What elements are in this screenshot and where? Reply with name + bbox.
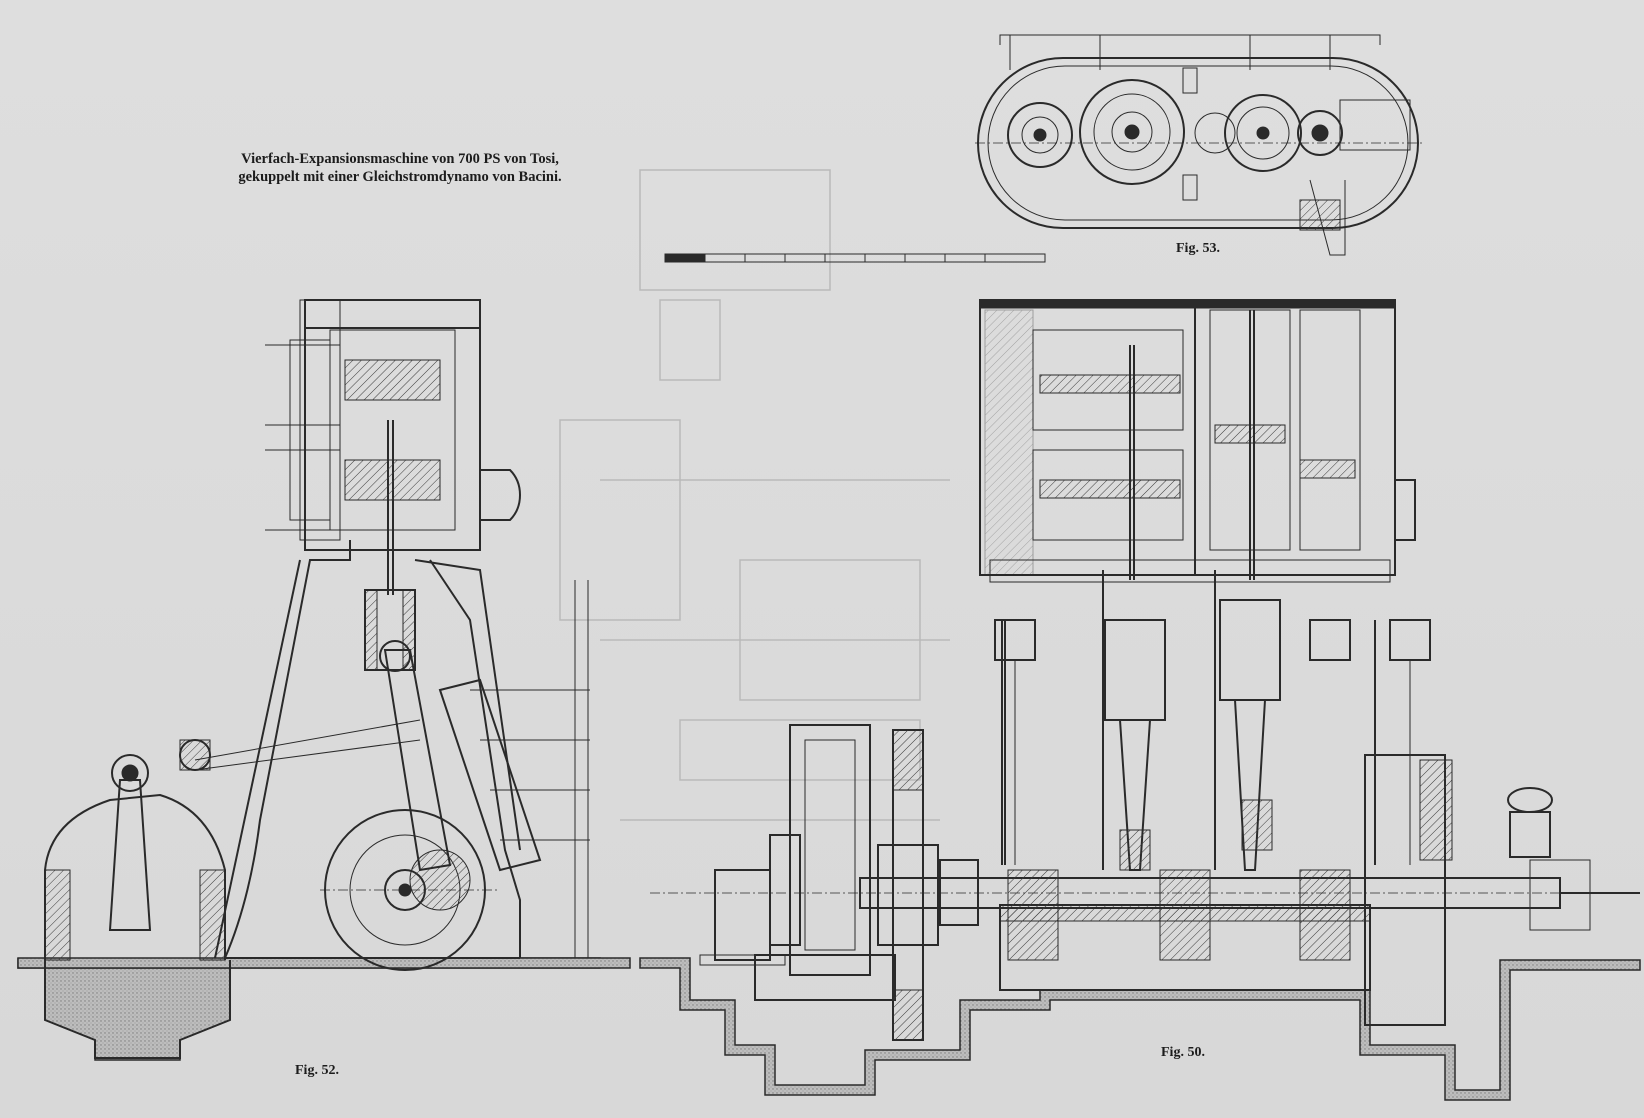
fig-53-label: Fig. 53. [1176,241,1220,256]
caption-line-2: gekuppelt mit einer Gleichstromdynamo vo… [238,169,562,185]
fig-53-plan-view [975,34,1425,256]
sheet-caption: Vierfach-Expansionsmaschine von 700 PS v… [210,150,590,186]
caption-line-1: Vierfach-Expansionsmaschine von 700 PS v… [241,151,559,167]
bleed-through-background [559,169,950,821]
fig-50-front-elevation [639,299,1641,1101]
scale-bar [664,253,1046,263]
fig-50-label: Fig. 50. [1161,1045,1205,1060]
fig-52-side-elevation [17,299,631,1061]
fig-52-label: Fig. 52. [295,1063,339,1078]
